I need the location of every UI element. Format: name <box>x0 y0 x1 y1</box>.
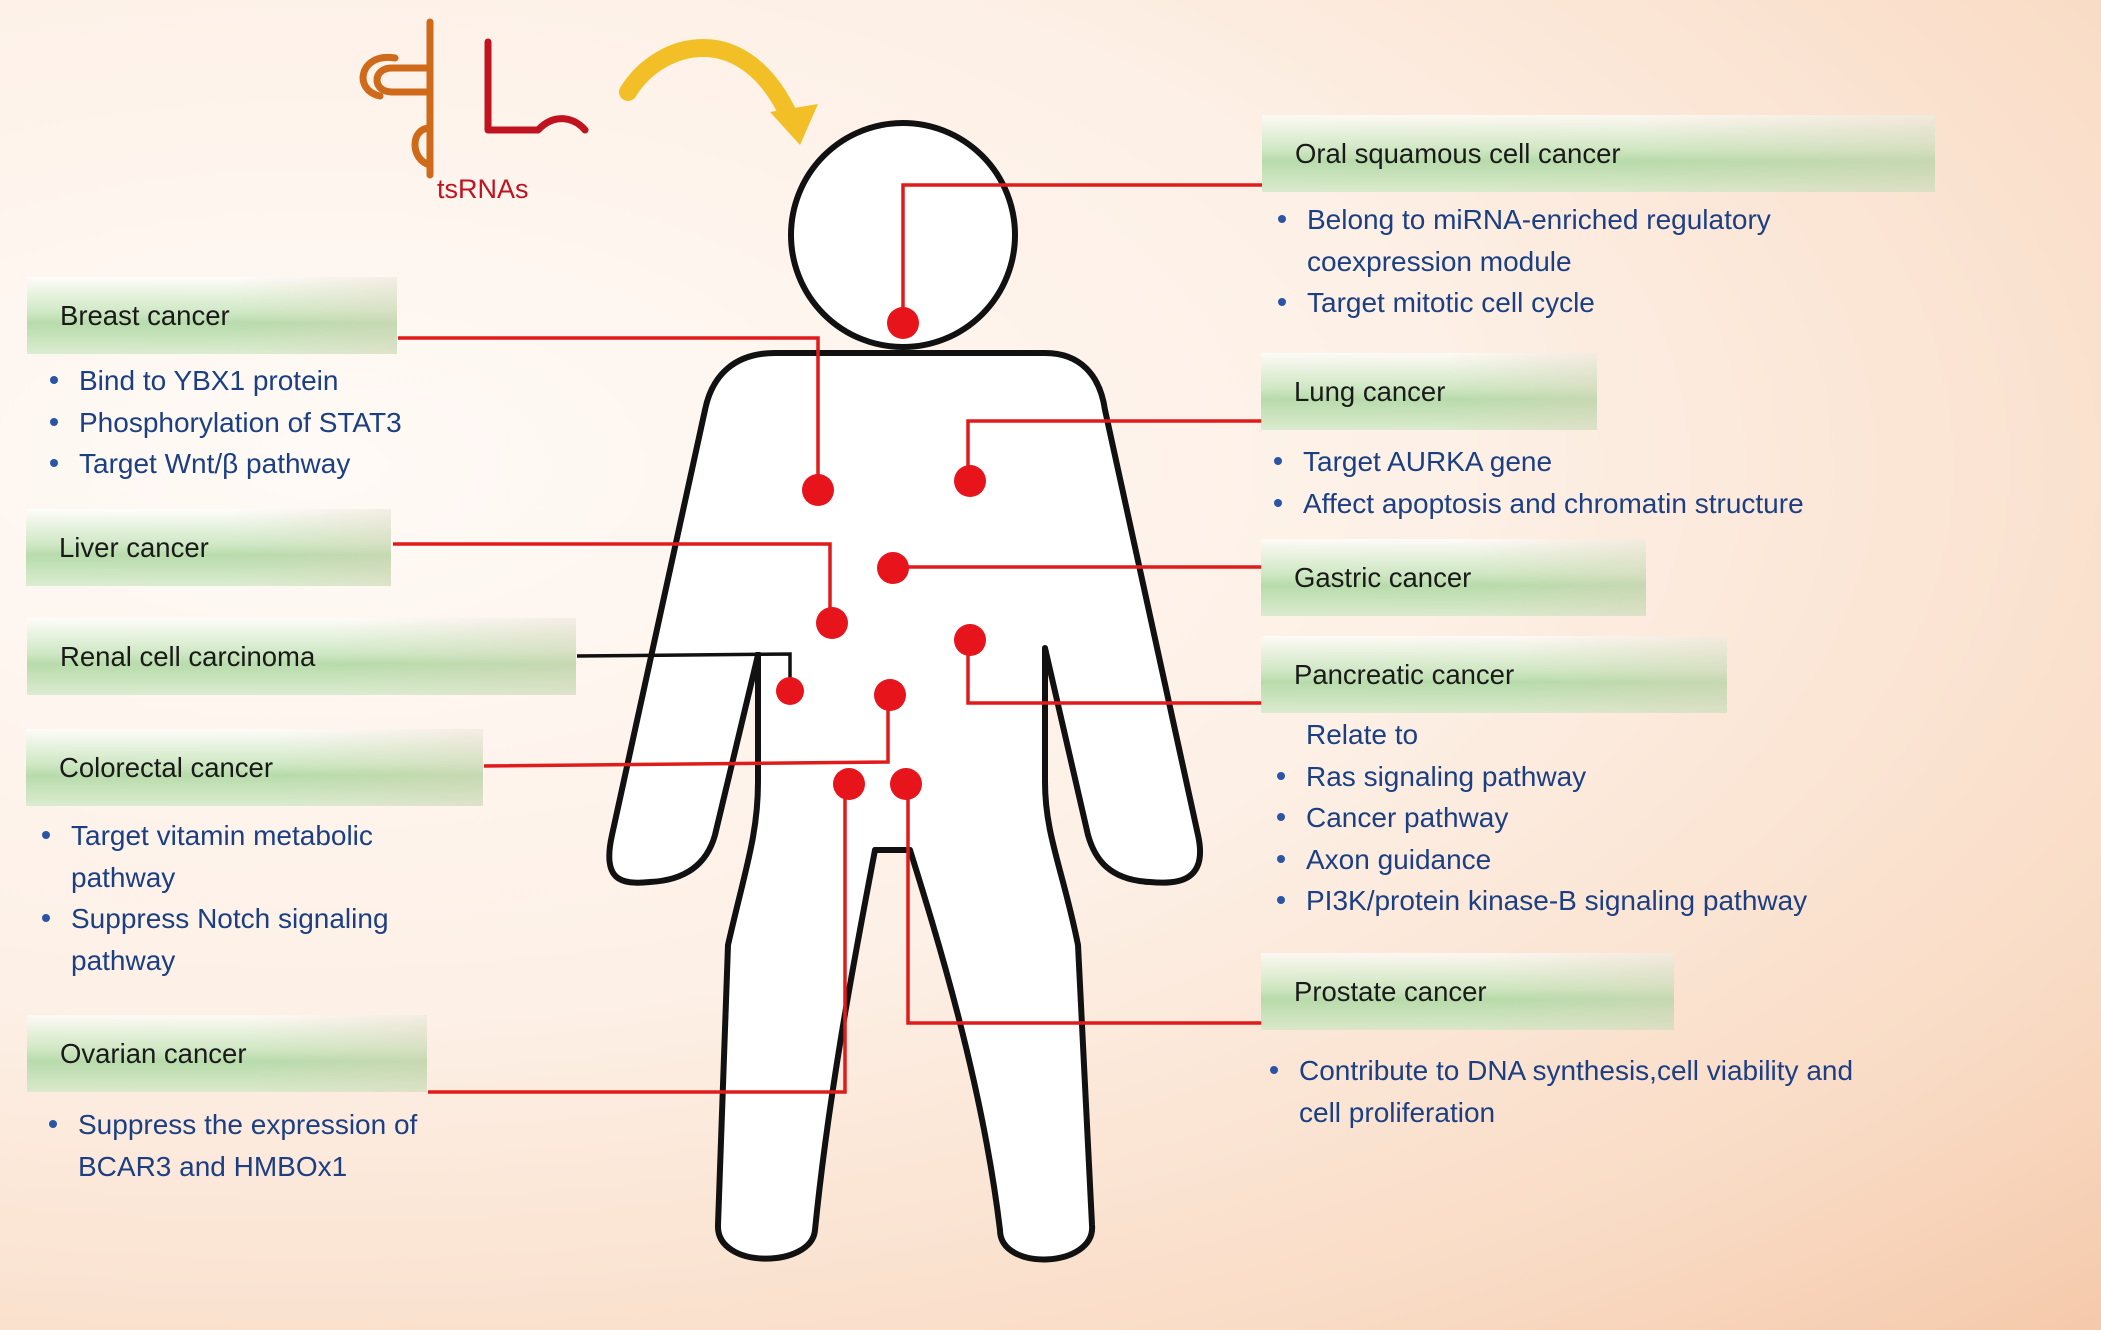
renal-cell-carcinoma-title: Renal cell carcinoma <box>60 640 316 672</box>
list-item: Suppress Notch signaling <box>26 898 389 940</box>
renal-cell-carcinoma-box: Renal cell carcinoma <box>27 618 576 695</box>
colorectal-cancer-list: Target vitamin metabolic pathway Suppres… <box>26 815 389 981</box>
prostate-connector <box>906 785 1262 1025</box>
list-item: Affect apoptosis and chromatin structure <box>1258 483 1804 525</box>
list-item: pathway <box>71 861 176 893</box>
pancreatic-cancer-box: Pancreatic cancer <box>1261 636 1727 713</box>
colorectal-dot <box>874 679 906 711</box>
oral-squamous-cell-cancer-list: Belong to miRNA-enriched regulatory coex… <box>1262 199 1771 324</box>
prostate-cancer-list: Contribute to DNA synthesis,cell viabili… <box>1254 1050 1853 1133</box>
oral-connector <box>901 183 1262 325</box>
arm-separators <box>755 646 1048 790</box>
list-item: PI3K/protein kinase-B signaling pathway <box>1261 880 1807 922</box>
tsrna-red-icon <box>484 38 589 134</box>
connector-lines <box>393 183 1262 1094</box>
pancreatic-dot <box>954 624 986 656</box>
pancreatic-connector <box>966 640 1262 705</box>
oral-squamous-cell-cancer-box: Oral squamous cell cancer <box>1262 115 1935 192</box>
ovarian-dot <box>833 768 865 800</box>
ovarian-connector <box>428 785 847 1094</box>
list-item: Axon guidance <box>1261 839 1807 881</box>
gastric-dot <box>877 552 909 584</box>
breast-cancer-title: Breast cancer <box>60 299 230 331</box>
lung-cancer-box: Lung cancer <box>1261 353 1597 430</box>
tsrnas-label: tsRNAs <box>437 174 529 204</box>
prostate-cancer-box: Prostate cancer <box>1261 953 1674 1030</box>
list-item: Belong to miRNA-enriched regulatory <box>1262 199 1771 241</box>
list-item: Phosphorylation of STAT3 <box>34 402 402 444</box>
breast-cancer-box: Breast cancer <box>27 277 397 354</box>
prostate-cancer-title: Prostate cancer <box>1294 975 1487 1007</box>
tsrna-orange-icon <box>359 18 434 179</box>
list-item: Suppress the expression of <box>33 1104 417 1146</box>
breast-cancer-list: Bind to YBX1 protein Phosphorylation of … <box>34 360 402 485</box>
breast-dot <box>802 474 834 506</box>
list-item: BCAR3 and HMBOx1 <box>78 1150 348 1182</box>
colorectal-cancer-title: Colorectal cancer <box>59 751 273 783</box>
colorectal-connector <box>483 695 890 768</box>
list-item: Target vitamin metabolic <box>26 815 389 857</box>
colorectal-cancer-box: Colorectal cancer <box>26 729 483 806</box>
list-item: Relate to <box>1306 719 1419 750</box>
list-item: cell proliferation <box>1299 1096 1496 1128</box>
gastric-cancer-box: Gastric cancer <box>1261 539 1646 616</box>
lung-connector <box>966 419 1262 480</box>
lung-cancer-title: Lung cancer <box>1294 375 1446 407</box>
breast-connector <box>398 336 820 490</box>
list-item: Target mitotic cell cycle <box>1262 282 1771 324</box>
oral-dot <box>887 307 919 339</box>
ovarian-cancer-box: Ovarian cancer <box>27 1015 427 1092</box>
list-item: Contribute to DNA synthesis,cell viabili… <box>1254 1050 1853 1092</box>
organ-dots <box>776 307 986 800</box>
pancreatic-cancer-list: Relate to Ras signaling pathway Cancer p… <box>1261 714 1807 922</box>
list-item: Ras signaling pathway <box>1261 756 1807 798</box>
curved-arrow-icon <box>619 39 818 145</box>
lung-dot <box>954 465 986 497</box>
renal-dot <box>776 677 804 705</box>
list-item: pathway <box>71 944 176 976</box>
pancreatic-cancer-title: Pancreatic cancer <box>1294 658 1515 690</box>
liver-dot <box>816 607 848 639</box>
prostate-dot <box>890 768 922 800</box>
gastric-cancer-title: Gastric cancer <box>1294 561 1472 593</box>
ovarian-cancer-list: Suppress the expression of BCAR3 and HMB… <box>33 1104 417 1187</box>
lung-cancer-list: Target AURKA gene Affect apoptosis and c… <box>1258 441 1804 524</box>
figure-body-outline <box>606 350 1203 1263</box>
oral-squamous-cell-cancer-title: Oral squamous cell cancer <box>1295 137 1621 169</box>
list-item: coexpression module <box>1307 245 1572 277</box>
list-item: Target Wnt/β pathway <box>34 443 402 485</box>
list-item: Target AURKA gene <box>1258 441 1804 483</box>
liver-cancer-box: Liver cancer <box>26 509 391 586</box>
ovarian-cancer-title: Ovarian cancer <box>60 1037 247 1069</box>
liver-connector <box>393 542 832 622</box>
liver-cancer-title: Liver cancer <box>59 531 209 563</box>
list-item: Cancer pathway <box>1261 797 1807 839</box>
list-item: Bind to YBX1 protein <box>34 360 402 402</box>
